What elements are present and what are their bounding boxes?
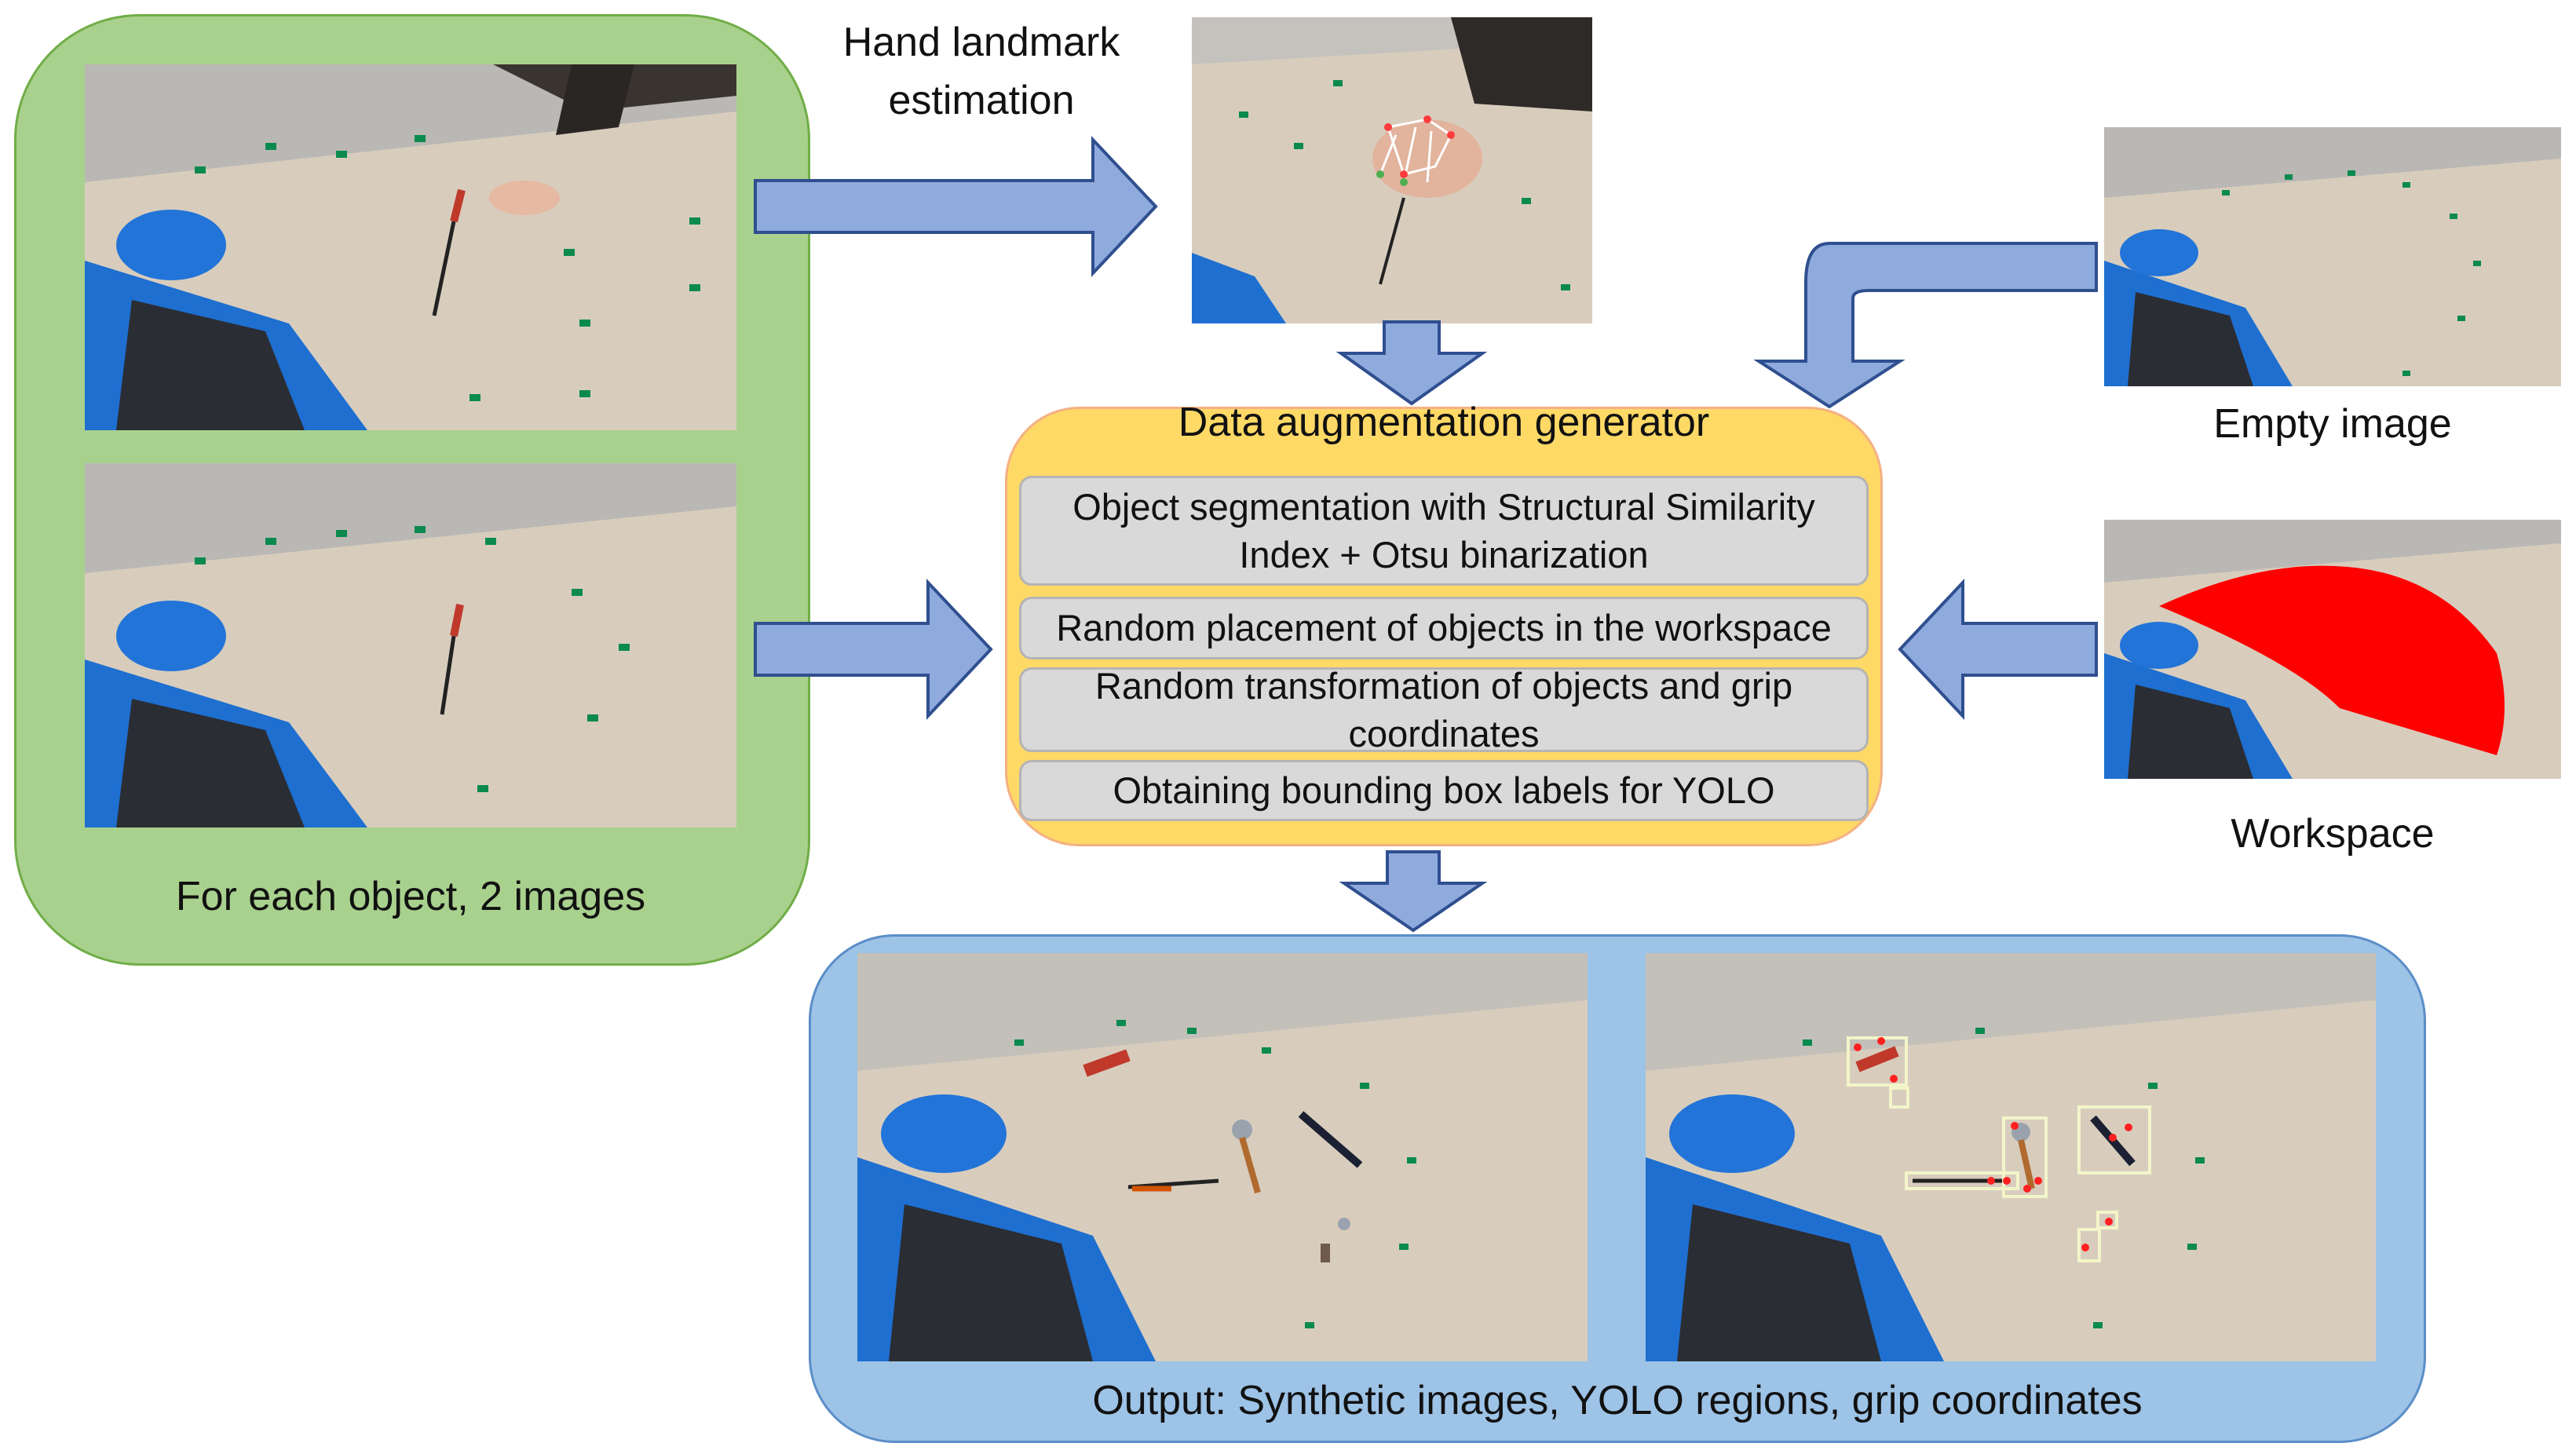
workspace-region <box>2159 565 2505 755</box>
step-random-placement: Random placement of objects in the works… <box>1019 597 1869 659</box>
step-random-transformation: Random transformation of objects and gri… <box>1019 665 1869 754</box>
arrow-to-hand-landmark <box>754 135 1158 278</box>
arrow-to-generator-from-images <box>754 578 993 721</box>
input-images-caption: For each object, 2 images <box>175 874 646 919</box>
synthetic-image-photo <box>857 953 1588 1361</box>
workspace-photo <box>2104 520 2561 779</box>
empty-image-photo <box>2104 127 2561 386</box>
workspace-caption: Workspace <box>2231 811 2435 857</box>
hand-landmark-caption-line1: Hand landmark <box>842 20 1120 65</box>
output-caption: Output: Synthetic images, YOLO regions, … <box>1092 1378 2143 1423</box>
object-alone-photo <box>85 463 736 827</box>
arrow-from-workspace <box>1898 578 2098 721</box>
empty-image-caption: Empty image <box>2213 401 2452 447</box>
hand-landmark-photo <box>1192 17 1592 323</box>
hand-landmark-caption-line2: estimation <box>888 78 1075 123</box>
step-bounding-box-labels: Obtaining bounding box labels for YOLO <box>1019 760 1869 821</box>
annotated-image-photo <box>1646 953 2376 1361</box>
step-object-segmentation: Object segmentation with Structural Simi… <box>1019 476 1869 586</box>
arrow-to-output <box>1339 850 1488 933</box>
generator-title: Data augmentation generator <box>1178 400 1710 445</box>
arrow-from-empty-image <box>1712 236 2098 409</box>
object-with-hand-photo <box>85 64 736 430</box>
arrow-hand-landmark-down <box>1336 320 1488 406</box>
